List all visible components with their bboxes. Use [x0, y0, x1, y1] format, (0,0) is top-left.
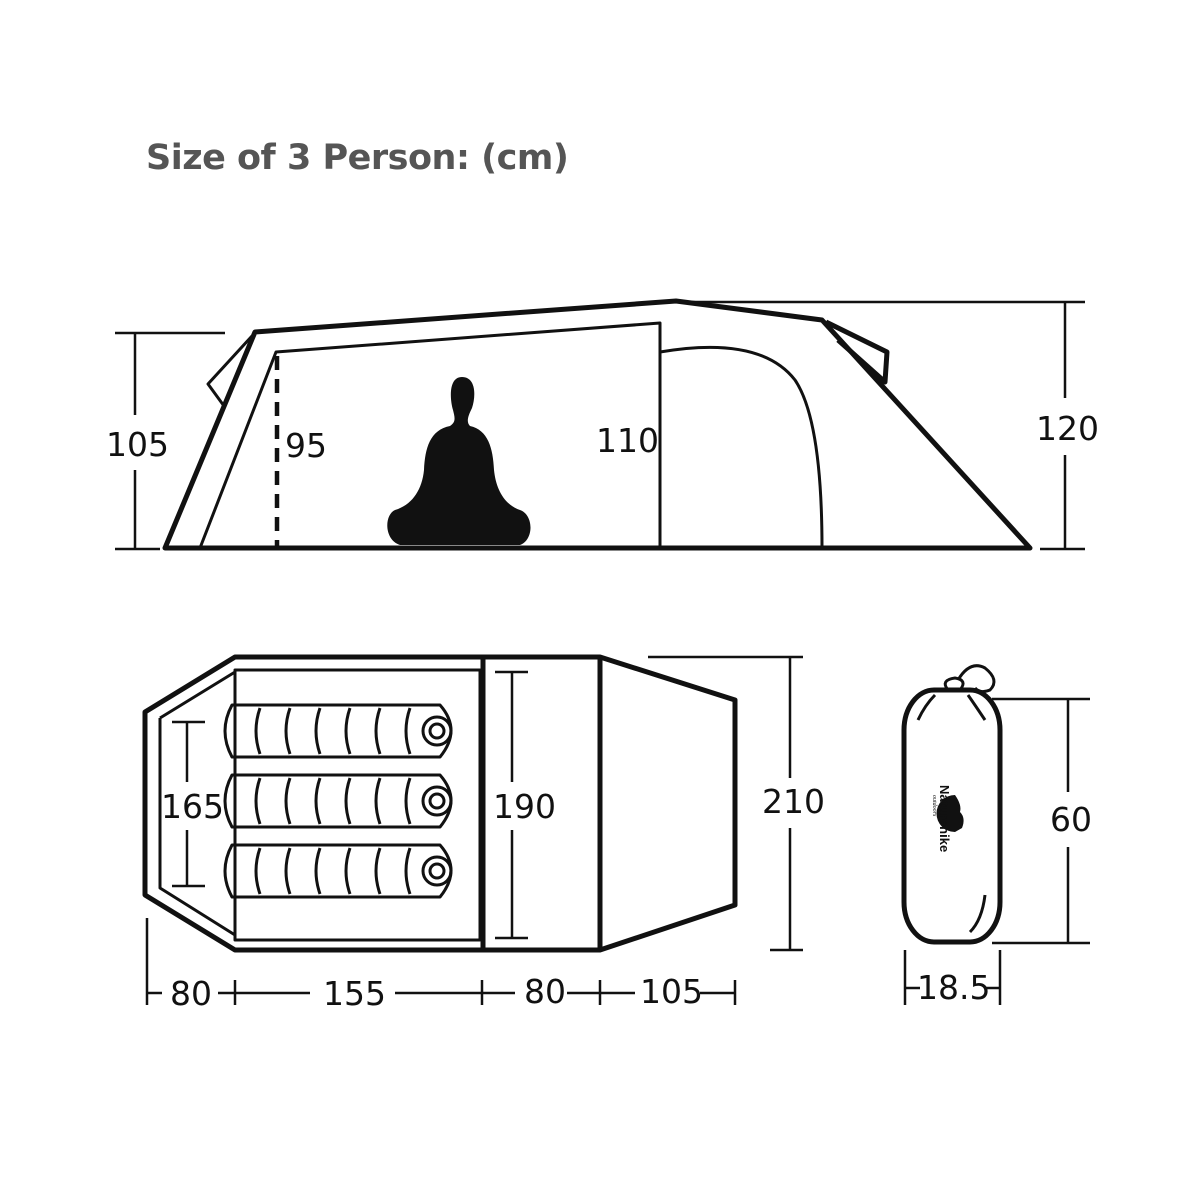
side-view: 95 110 105 120: [106, 298, 1099, 551]
length-label: 105: [640, 972, 703, 1011]
inner-tent-floor: [233, 668, 482, 942]
bag-height-label: 60: [1050, 800, 1092, 839]
right-vent: [824, 319, 890, 385]
tent-outer-fly: [162, 298, 1033, 551]
floor-plan: 165 190 210 80 155 80 105: [142, 654, 825, 1013]
inner-tent: [198, 321, 662, 549]
page-title: Size of 3 Person: (cm): [146, 138, 569, 178]
bag-body: [901, 687, 1003, 945]
left-vent: [206, 334, 254, 407]
length-label: 80: [524, 972, 566, 1011]
pack-bag: Naturehike outdoors 60 18.5: [901, 664, 1092, 1007]
total-height-label: 120: [1036, 409, 1099, 448]
sleeping-bag: [223, 773, 453, 829]
inner-width-label: 190: [493, 787, 556, 826]
inner-peak-height-label: 110: [596, 421, 659, 460]
door-arc: [659, 345, 824, 549]
svg-text:outdoors: outdoors: [931, 795, 937, 817]
sleeping-bag: [223, 703, 453, 759]
bag-diameter-label: 18.5: [917, 968, 990, 1007]
sleeping-bag: [223, 843, 453, 899]
sleeping-bags: [223, 703, 453, 899]
total-width-label: 210: [762, 782, 825, 821]
seated-person-silhouette: [387, 377, 531, 545]
length-label: 80: [170, 974, 212, 1013]
vestibule-width-label: 165: [161, 787, 224, 826]
footprint-outline: [142, 654, 738, 953]
inner-left-height-label: 95: [285, 426, 327, 465]
length-label: 155: [323, 974, 386, 1013]
left-height-label: 105: [106, 425, 169, 464]
svg-text:Naturehike: Naturehike: [937, 785, 952, 852]
naturehike-logo: Naturehike outdoors: [931, 785, 964, 852]
